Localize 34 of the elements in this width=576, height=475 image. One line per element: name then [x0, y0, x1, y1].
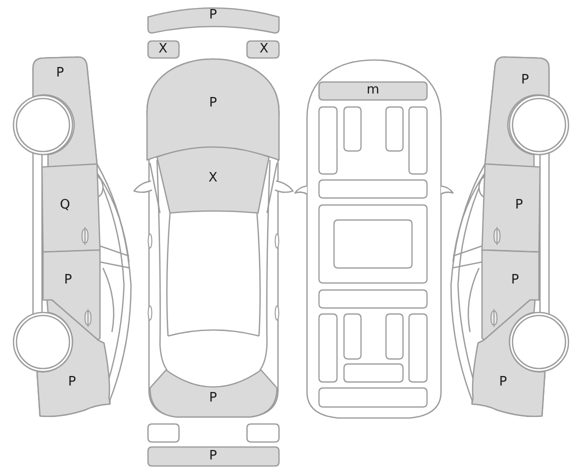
- panel-code: X: [158, 42, 168, 56]
- fender-panel: [485, 57, 549, 167]
- panel-code: P: [64, 274, 72, 286]
- fender-panel: [33, 57, 97, 167]
- panel-code: P: [209, 96, 217, 110]
- panel-code: X: [260, 42, 268, 56]
- trunk-panel: [150, 370, 277, 417]
- panel-code: P: [209, 450, 217, 462]
- panel-code: Q: [60, 198, 70, 212]
- windshield-panel: [157, 147, 269, 213]
- panel-code: P: [511, 274, 519, 286]
- panel-code: P: [56, 66, 64, 80]
- quarter-panel: [37, 300, 111, 418]
- headlight-panel: [148, 41, 179, 58]
- door-panel: [482, 250, 539, 340]
- taillight-panel: [247, 424, 279, 442]
- door-panel: [43, 250, 100, 340]
- door-panel: [42, 164, 100, 252]
- panel-code: X: [208, 172, 218, 184]
- panel-code: P: [209, 392, 217, 404]
- panel-code: m: [366, 84, 380, 96]
- door-panel: [482, 164, 540, 252]
- bumper-panel: [148, 447, 279, 466]
- panel-code: P: [209, 8, 217, 22]
- underbody-panel: [319, 82, 427, 100]
- panel-code: P: [499, 376, 507, 388]
- headlight-panel: [247, 41, 279, 58]
- taillight-panel: [148, 424, 179, 442]
- panel-code: P: [521, 74, 529, 86]
- panel-code: P: [68, 376, 76, 388]
- hood-panel: [147, 59, 279, 160]
- quarter-panel: [471, 300, 545, 418]
- panel-code: P: [515, 198, 523, 212]
- bumper-panel: [148, 7, 279, 34]
